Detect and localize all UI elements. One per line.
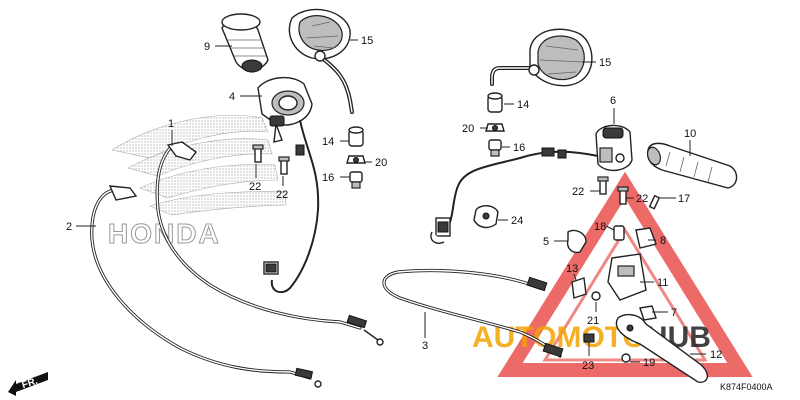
right-switch-harness xyxy=(430,147,599,244)
callout-8: 8 xyxy=(660,235,666,247)
callout-18: 18 xyxy=(594,221,606,233)
callout-11: 11 xyxy=(657,277,668,289)
callout-5: 5 xyxy=(543,236,549,248)
callout-13: 13 xyxy=(566,263,578,275)
watermark-auto: AUTO xyxy=(472,321,556,354)
callout-14-left: 14 xyxy=(322,136,334,148)
callout-24: 24 xyxy=(511,215,523,227)
callout-19: 19 xyxy=(643,357,655,369)
callout-22-b: 22 xyxy=(276,189,288,201)
front-marker-text: FR. xyxy=(21,376,40,392)
right-switch-housing xyxy=(595,124,633,171)
brake-lever-assembly xyxy=(566,225,708,383)
callout-22-d: 22 xyxy=(636,193,648,205)
callout-3: 3 xyxy=(422,340,428,352)
callout-14-right: 14 xyxy=(517,99,529,111)
callout-6: 6 xyxy=(610,95,616,107)
cable-3 xyxy=(382,268,564,358)
callout-9: 9 xyxy=(204,41,210,53)
watermark-triangle xyxy=(497,171,753,377)
callout-labels: 9 15 4 1 14 20 16 22 22 2 3 15 14 20 16 … xyxy=(66,35,722,372)
left-screws xyxy=(252,144,290,175)
cable-2 xyxy=(90,185,322,388)
callout-22-c: 22 xyxy=(572,186,584,198)
callout-20-left: 20 xyxy=(375,157,387,169)
front-direction-marker: FR. xyxy=(8,372,48,396)
watermark: AUTOMOTOHUB xyxy=(472,171,753,377)
right-small-parts xyxy=(485,92,505,157)
callout-1: 1 xyxy=(168,118,174,130)
callout-16-right: 16 xyxy=(513,142,525,154)
right-mirror xyxy=(490,28,593,87)
callout-15-left: 15 xyxy=(361,35,373,47)
cable-1 xyxy=(155,141,384,346)
left-small-parts xyxy=(346,126,366,189)
callout-2: 2 xyxy=(66,221,72,233)
left-mirror xyxy=(288,8,354,114)
right-screws xyxy=(597,176,661,210)
left-switch-harness xyxy=(263,119,320,294)
callout-7: 7 xyxy=(671,307,677,319)
throttle-grip xyxy=(646,142,738,189)
leader-lines xyxy=(76,39,706,363)
drawing-code: K874F0400A xyxy=(720,382,773,392)
left-grip xyxy=(221,13,269,73)
callout-16-left: 16 xyxy=(322,172,334,184)
callout-10: 10 xyxy=(684,128,696,140)
callout-12: 12 xyxy=(710,349,722,361)
clamp-24 xyxy=(473,205,499,229)
callout-23: 23 xyxy=(582,360,594,372)
honda-wing-logo: HONDA xyxy=(108,115,287,250)
callout-17: 17 xyxy=(678,193,690,205)
callout-4: 4 xyxy=(229,91,235,103)
callout-20-right: 20 xyxy=(462,123,474,135)
callout-21: 21 xyxy=(587,315,599,327)
left-switch-housing xyxy=(257,77,313,143)
callout-15-right: 15 xyxy=(599,57,611,69)
callout-22-a: 22 xyxy=(249,181,261,193)
